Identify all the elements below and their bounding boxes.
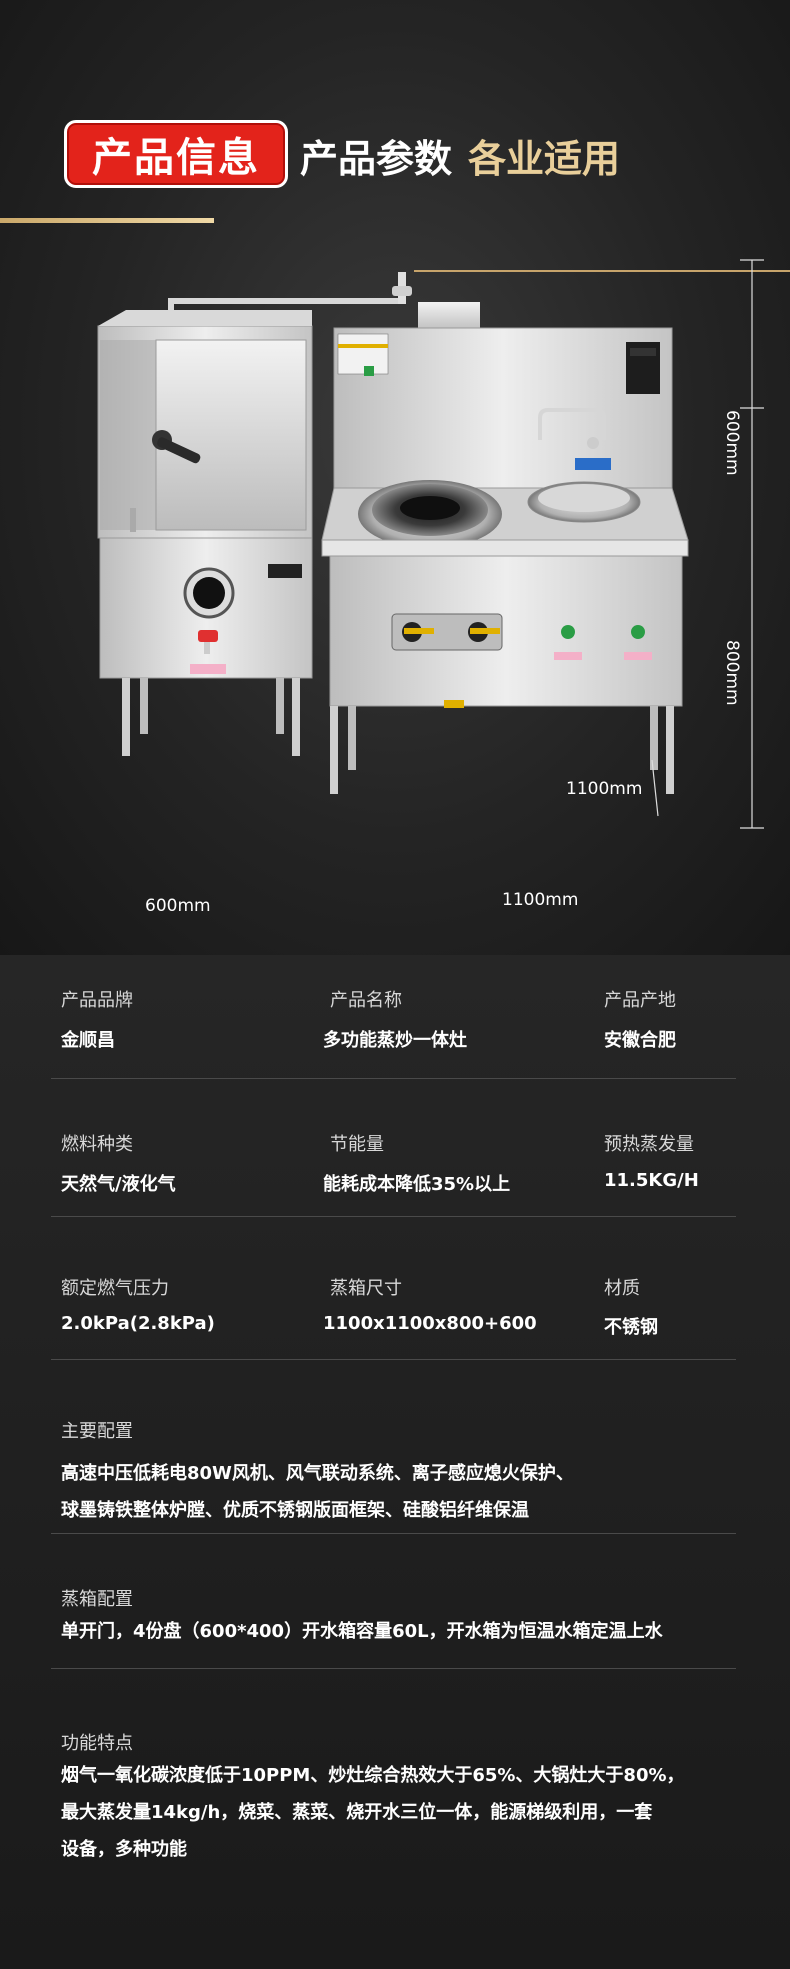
- dim-upper-height: 600mm: [722, 410, 742, 476]
- spec-label-energy-saving: 节能量: [330, 1134, 384, 1155]
- features-line: 最大蒸发量14kg/h，烧菜、蒸菜、烧开水三位一体，能源梯级利用，一套: [61, 1802, 653, 1823]
- steamer-cabinet: [97, 310, 313, 756]
- spec-value-material: 不锈钢: [604, 1317, 658, 1338]
- divider: [51, 1668, 736, 1669]
- stove-body: [321, 480, 689, 794]
- main-config-label: 主要配置: [61, 1421, 133, 1442]
- spec-label-box-size: 蒸箱尺寸: [330, 1278, 402, 1299]
- spec-label-material: 材质: [604, 1278, 640, 1299]
- main-config-line: 高速中压低耗电80W风机、风气联动系统、离子感应熄火保护、: [61, 1463, 574, 1484]
- spec-value-energy-saving: 能耗成本降低35%以上: [323, 1174, 511, 1195]
- divider: [51, 1216, 736, 1217]
- main-config-text: 高速中压低耗电80W风机、风气联动系统、离子感应熄火保护、 球墨铸铁整体炉膛、优…: [61, 1455, 741, 1529]
- header-title: 产品参数: [300, 137, 453, 181]
- steamer-config-label: 蒸箱配置: [61, 1589, 133, 1610]
- spec-label-steam-output: 预热蒸发量: [604, 1134, 694, 1155]
- features-text: 烟气一氧化碳浓度低于10PPM、炒灶综合热效大于65%、大锅灶大于80%， 最大…: [61, 1757, 741, 1868]
- spec-value-name: 多功能蒸炒一体灶: [323, 1030, 467, 1051]
- spec-value-steam-output: 11.5KG/H: [604, 1170, 699, 1191]
- dim-steamer-width: 600mm: [145, 896, 211, 916]
- divider: [51, 1078, 736, 1079]
- dim-stove-width: 1100mm: [502, 890, 579, 910]
- spec-value-fuel: 天然气/液化气: [61, 1174, 176, 1195]
- spec-label-name: 产品名称: [330, 990, 402, 1011]
- exhaust-vent: [418, 302, 480, 332]
- product-image: [97, 259, 764, 829]
- stove-back-panel: [333, 327, 673, 489]
- divider: [51, 1359, 736, 1360]
- spec-value-brand: 金顺昌: [61, 1030, 115, 1051]
- features-label: 功能特点: [61, 1733, 133, 1754]
- header-subtitle: 各业适用: [468, 137, 621, 181]
- spec-value-box-size: 1100x1100x800+600: [323, 1313, 537, 1334]
- product-info-badge: 产品信息: [64, 120, 288, 188]
- dim-depth: 1100mm: [566, 779, 643, 799]
- steamer-config-text: 单开门，4份盘（600*400）开水箱容量60L，开水箱为恒温水箱定温上水: [61, 1613, 741, 1650]
- spec-label-brand: 产品品牌: [61, 990, 133, 1011]
- gold-divider-left: [0, 218, 214, 223]
- spec-label-gas-pressure: 额定燃气压力: [61, 1278, 169, 1299]
- spec-label-fuel: 燃料种类: [61, 1134, 133, 1155]
- gold-divider-right: [414, 270, 790, 272]
- features-line: 烟气一氧化碳浓度低于10PPM、炒灶综合热效大于65%、大锅灶大于80%，: [61, 1765, 685, 1786]
- dim-lower-height: 800mm: [722, 640, 742, 706]
- main-config-line: 球墨铸铁整体炉膛、优质不锈钢版面框架、硅酸铝纤维保温: [61, 1500, 529, 1521]
- divider: [51, 1533, 736, 1534]
- spec-value-gas-pressure: 2.0kPa(2.8kPa): [61, 1313, 215, 1334]
- spec-background: [0, 955, 790, 1969]
- steamer-config-line: 单开门，4份盘（600*400）开水箱容量60L，开水箱为恒温水箱定温上水: [61, 1621, 663, 1642]
- features-line: 设备，多种功能: [61, 1839, 187, 1860]
- spec-label-origin: 产品产地: [604, 990, 676, 1011]
- spec-value-origin: 安徽合肥: [604, 1030, 676, 1051]
- dimension-lines: [651, 259, 764, 829]
